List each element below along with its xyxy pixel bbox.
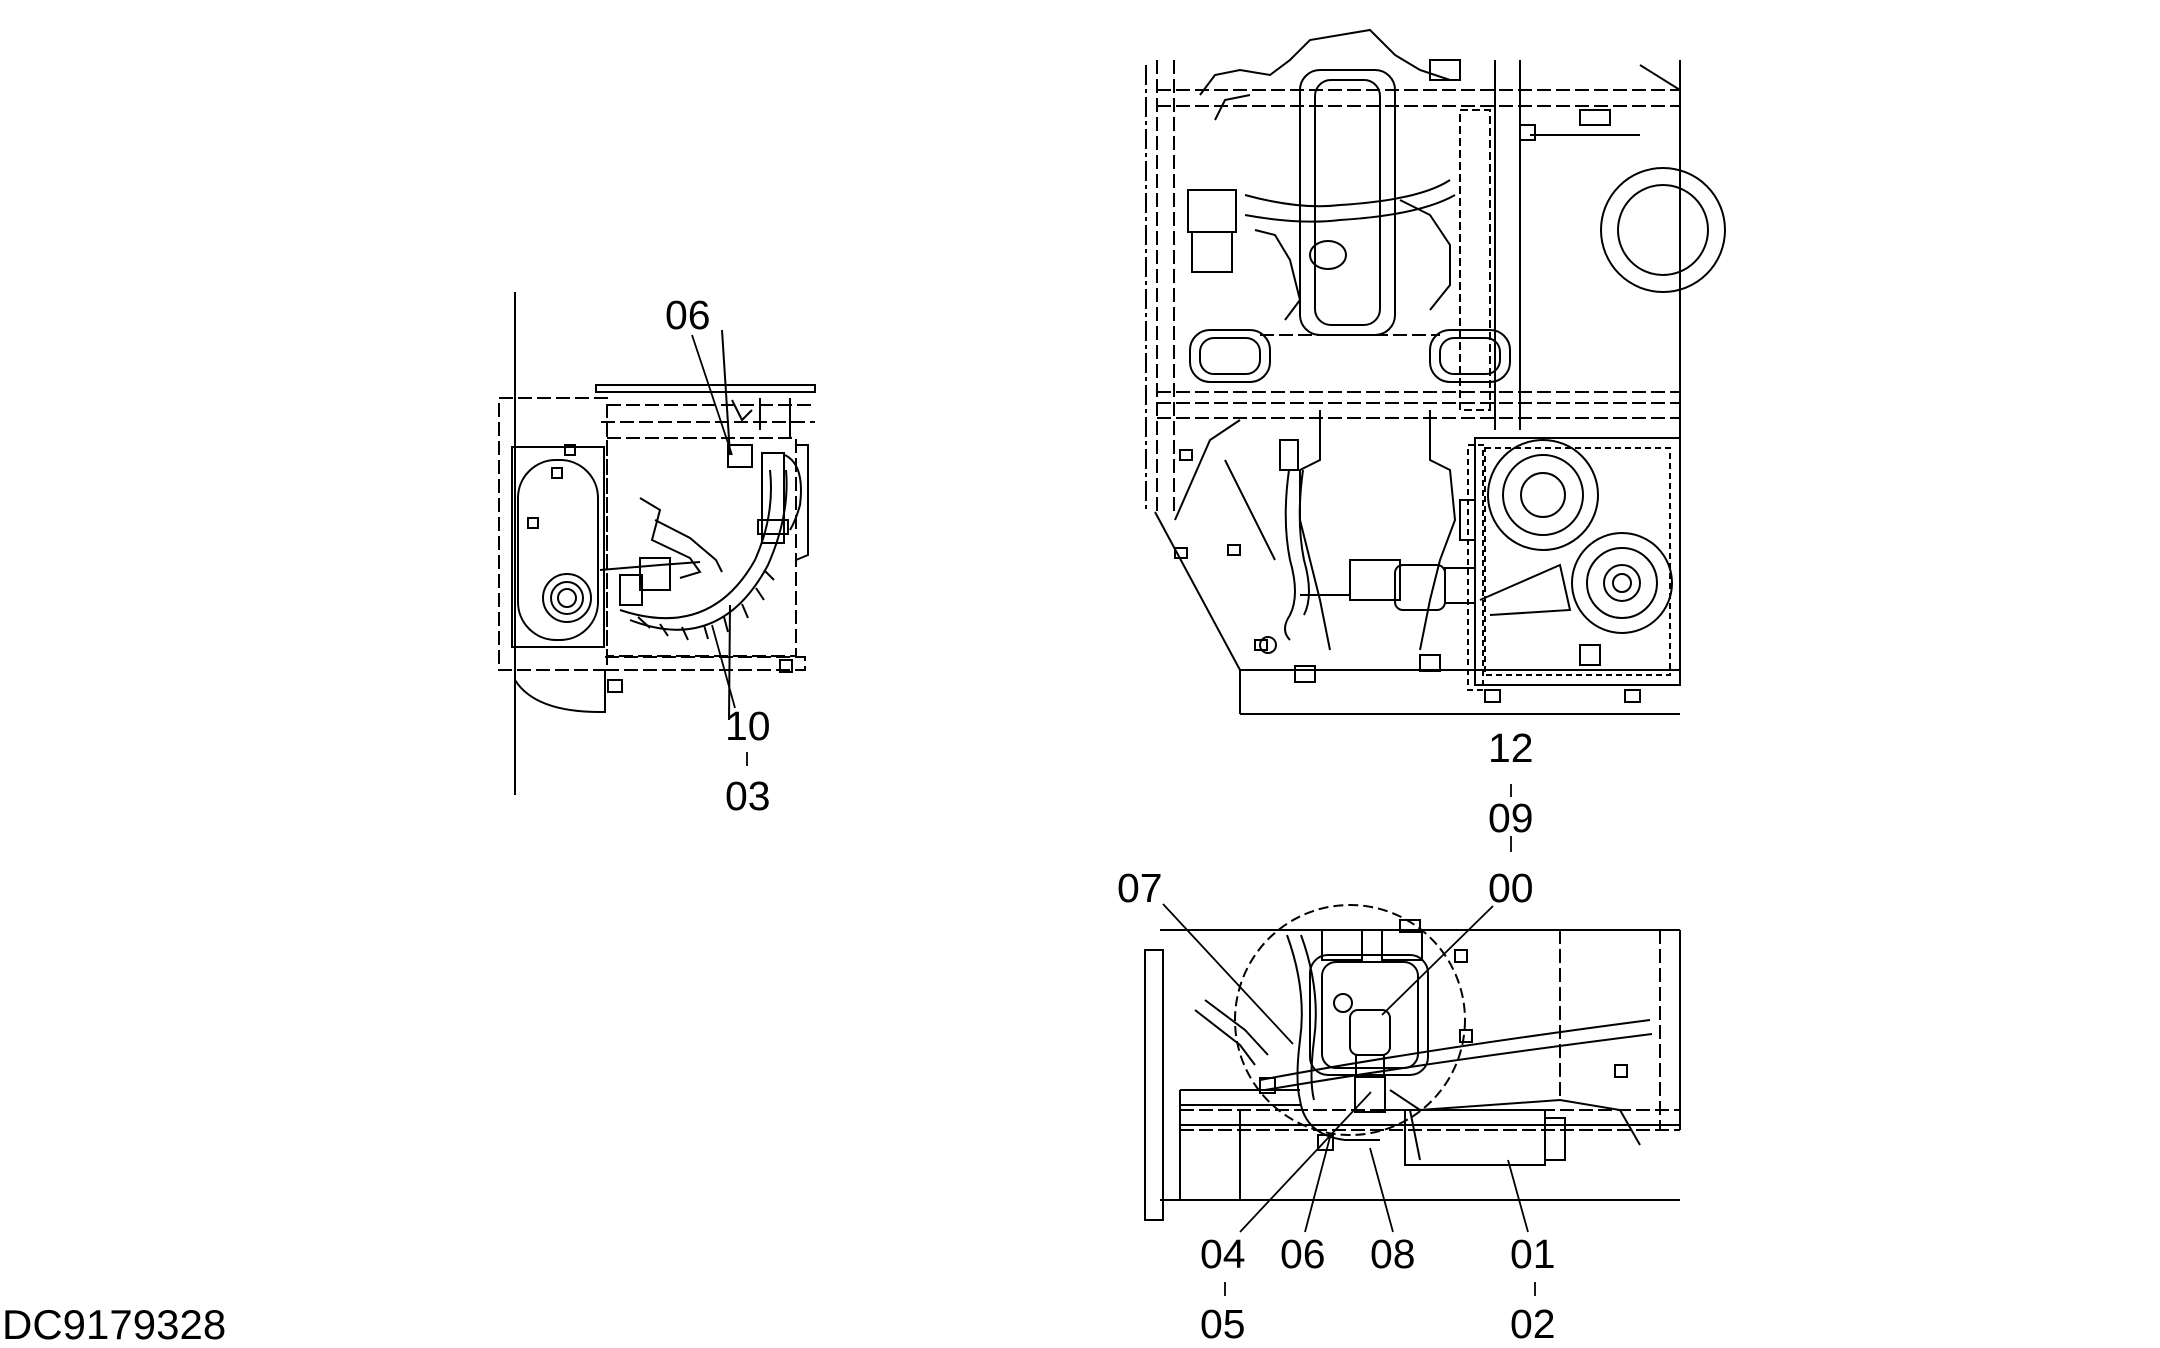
callout-bottom-04: 04 (1200, 1231, 1246, 1277)
document-id: DC9179328 (2, 1301, 227, 1348)
callout-bottom-02: 02 (1510, 1301, 1556, 1347)
callout-top-right-12: 12 (1488, 725, 1534, 771)
left-view (498, 292, 816, 795)
callout-left-10: 10 (725, 703, 771, 749)
callout-bottom-07: 07 (1117, 865, 1163, 911)
callout-left-06: 06 (665, 292, 711, 338)
callout-top-right-09: 09 (1488, 795, 1534, 841)
callout-left-03: 03 (725, 773, 771, 819)
callout-bottom-05: 05 (1200, 1301, 1246, 1347)
callout-bottom-08: 08 (1370, 1231, 1416, 1277)
top-right-view (1145, 28, 1726, 715)
callout-top-right-00: 00 (1488, 865, 1534, 911)
bottom-right-view (1144, 904, 1681, 1221)
callout-bottom-06: 06 (1280, 1231, 1326, 1277)
callout-bottom-01: 01 (1510, 1231, 1556, 1277)
callout-leaders (691, 334, 1536, 1296)
